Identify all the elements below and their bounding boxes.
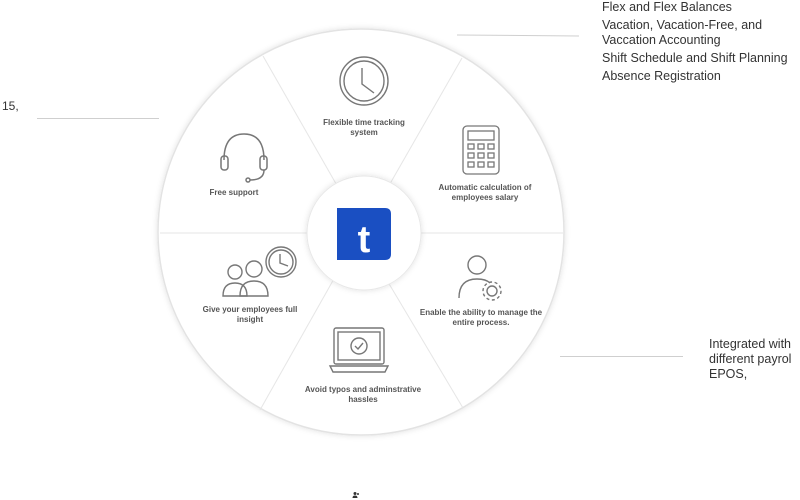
feature-list-item: Flex and Flex Balances	[602, 0, 732, 14]
people-clock-icon	[222, 246, 297, 297]
segment-label-enable-management: Enable the ability to manage the entire …	[414, 308, 548, 328]
center-logo-letter: t	[358, 219, 371, 261]
segment-label-employee-insight: Give your employees full insight	[195, 305, 305, 325]
segment-label-line: entire process.	[452, 318, 510, 327]
segment-label-line: system	[350, 128, 378, 137]
segment-label-line: insight	[236, 315, 264, 324]
segment-label-line: Flexible time tracking	[323, 118, 405, 127]
calculator-icon	[462, 125, 500, 175]
segment-label-line: employees salary	[451, 193, 519, 202]
user-gear-icon	[458, 255, 502, 301]
segment-label-line: Automatic calculation of	[438, 183, 532, 192]
feature-list-item: Vacation, Vacation-Free, and	[602, 18, 763, 32]
segment-label-avoid-typos: Avoid typos and adminstrative hassles	[297, 385, 429, 405]
segment-label-flexible-time-tracking: Flexible time tracking system	[304, 118, 424, 138]
integration-text: Integrated with different payrol EPOS,	[709, 337, 791, 382]
integration-text-line: different payrol	[709, 352, 792, 366]
laptop-check-icon	[328, 327, 390, 373]
segment-label-line: Free support	[209, 188, 259, 197]
clock-icon	[339, 56, 389, 106]
headset-icon	[220, 133, 268, 183]
timelog-logo-icon: t	[337, 208, 391, 261]
feature-list-item: Vaccation Accounting	[602, 33, 721, 47]
segment-label-line: hassles	[348, 395, 378, 404]
integration-text-line: Integrated with	[709, 337, 791, 351]
connector-line-bottom-right	[560, 356, 683, 357]
users-small-icon	[352, 492, 359, 498]
segment-label-line: Avoid typos and adminstrative	[304, 385, 422, 394]
feature-list: Flex and Flex Balances Vacation, Vacatio…	[602, 0, 788, 87]
integration-text-line: EPOS,	[709, 367, 748, 381]
wheel-dividers	[160, 55, 563, 411]
left-cutoff-text: 15,	[2, 99, 19, 113]
segment-label-automatic-calculation: Automatic calculation of employees salar…	[423, 183, 547, 203]
segment-label-line: Give your employees full	[202, 305, 298, 314]
segment-label-free-support: Free support	[194, 188, 274, 198]
feature-list-item: Absence Registration	[602, 69, 721, 83]
segment-label-line: Enable the ability to manage the	[419, 308, 543, 317]
feature-list-item: Shift Schedule and Shift Planning	[602, 51, 788, 65]
connector-line-left	[37, 118, 159, 119]
